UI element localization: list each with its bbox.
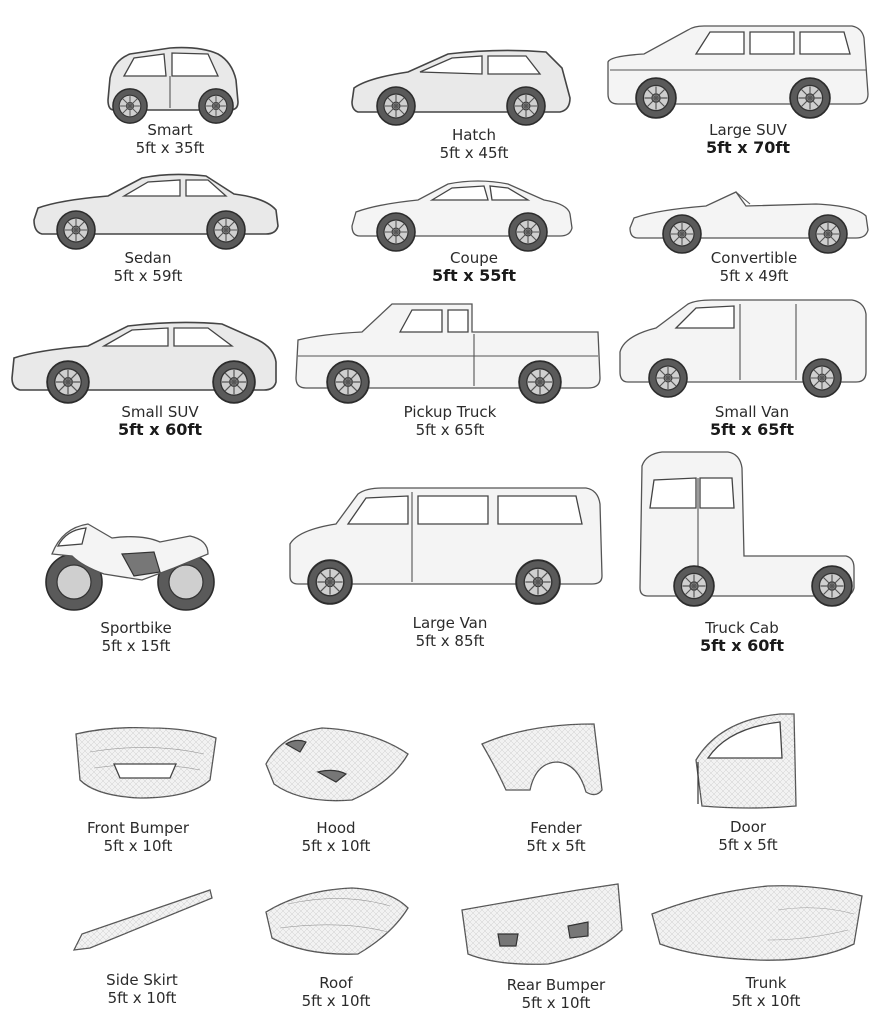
part-name: Door [729,818,767,836]
part-name: Front Bumper [86,819,190,837]
vehicle-name: Large Van [412,614,488,632]
vehicle-size: 5ft x 85ft [415,632,485,650]
vehicle-name: Coupe [450,249,498,267]
coupe-car-icon [351,180,573,252]
part-name: Rear Bumper [506,976,606,994]
vehicle-size: 5ft x 70ft [705,138,791,157]
vehicle-size: 5ft x 55ft [431,266,517,285]
front-bumper-icon [75,726,217,799]
vehicle-name: Small SUV [121,403,199,421]
rear-bumper-icon [461,883,623,965]
part-name: Trunk [745,974,787,992]
vehicle-name: Pickup Truck [403,403,497,421]
part-size: 5ft x 5ft [526,837,586,855]
vehicle-name: Convertible [710,249,798,267]
part-name: Fender [530,819,582,837]
vehicle-name: Small Van [714,403,790,421]
sportbike-icon [45,523,215,611]
vehicle-size: 5ft x 49ft [719,267,789,285]
large-suv-icon [607,25,869,119]
part-size: 5ft x 10ft [103,837,173,855]
vehicle-name: Truck Cab [705,619,779,637]
part-name: Roof [319,974,353,992]
roof-icon [265,887,409,955]
vehicle-name: Hatch [451,126,497,144]
pickup-truck-icon [295,303,601,404]
vehicle-size: 5ft x 65ft [415,421,485,439]
convertible-car-icon [629,191,869,254]
vehicle-name: Sedan [124,249,172,267]
fender-icon [481,723,603,796]
door-icon [695,713,797,809]
vehicle-size: 5ft x 59ft [113,267,183,285]
part-size: 5ft x 10ft [731,992,801,1010]
part-size: 5ft x 10ft [521,994,591,1012]
small-van-icon [619,299,867,398]
truck-cab-icon [639,451,855,607]
vehicle-size: 5ft x 65ft [709,420,795,439]
large-van-icon [289,487,603,605]
part-size: 5ft x 10ft [301,992,371,1010]
vehicle-size: 5ft x 45ft [439,144,509,162]
side-skirt-icon [72,889,213,951]
vehicle-size: 5ft x 35ft [135,139,205,157]
trunk-icon [651,885,863,961]
part-name: Side Skirt [106,971,178,989]
small-suv-icon [11,321,277,404]
vehicle-size: 5ft x 60ft [117,420,203,439]
vehicle-name: Large SUV [709,121,787,139]
part-size: 5ft x 10ft [301,837,371,855]
vehicle-name: Smart [147,121,193,139]
hatchback-car-icon [351,49,571,126]
sedan-car-icon [33,173,279,250]
vehicle-name: Sportbike [100,619,172,637]
vehicle-size: 5ft x 60ft [699,636,785,655]
part-name: Hood [316,819,356,837]
part-size: 5ft x 5ft [718,836,778,854]
hood-icon [265,727,409,802]
part-size: 5ft x 10ft [107,989,177,1007]
smart-car-icon [107,46,239,124]
vehicle-size: 5ft x 15ft [101,637,171,655]
